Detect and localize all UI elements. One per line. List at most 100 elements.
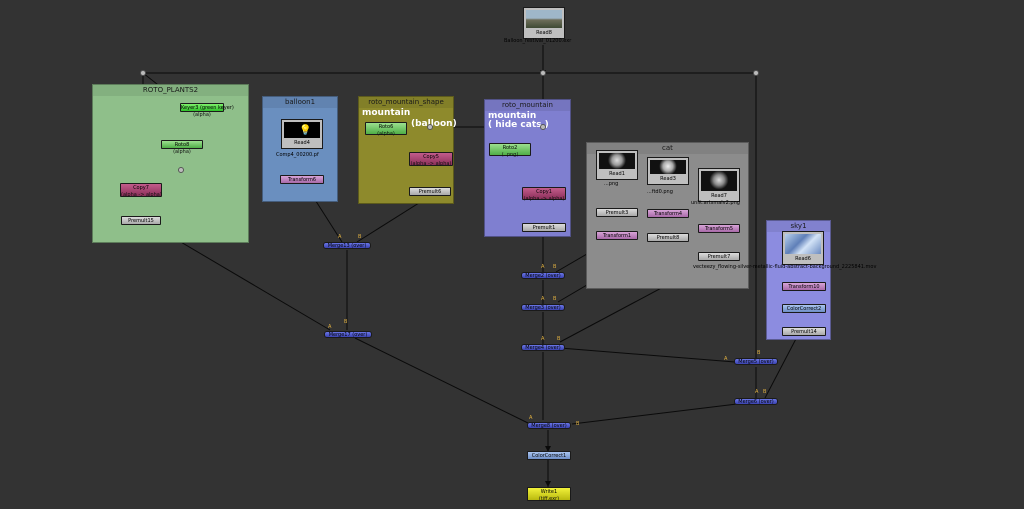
- pin-label-a: A: [541, 264, 545, 270]
- read4-node[interactable]: 💡 Read4: [281, 119, 323, 149]
- merge-node[interactable]: Merge4 (over): [521, 344, 565, 351]
- node-label: Transform6: [287, 177, 317, 183]
- backdrop-roto-mountain[interactable]: roto_mountain mountain ( hide cats ): [484, 99, 571, 237]
- thumbnail-image: [284, 122, 320, 138]
- copy5-node[interactable]: Copy5 (alpha -> alpha): [409, 152, 453, 167]
- pin-label-a: A: [529, 415, 533, 421]
- merge-node[interactable]: Merge5 (over): [734, 358, 778, 365]
- merge-node[interactable]: Merge6 (over): [734, 398, 778, 405]
- pin-label-a: A: [541, 336, 545, 342]
- pin-label-a: A: [338, 234, 342, 240]
- read4-filename: Comp4_00200.pf: [276, 152, 319, 158]
- node-label: ColorCorrect2: [786, 306, 822, 312]
- premult6-node[interactable]: Premult6: [409, 187, 451, 196]
- node-label: Premult15: [128, 218, 154, 224]
- backdrop-note: mountain ( hide cats ): [488, 111, 549, 130]
- node-label: Transform5: [704, 226, 734, 232]
- thumbnail-image: [599, 153, 635, 169]
- merge13-node[interactable]: Merge13 (over): [323, 242, 371, 249]
- premult8-node[interactable]: Premult8: [647, 233, 689, 242]
- node-label: Transform4: [653, 211, 683, 217]
- node-label: Keyer3 (green keyer): [181, 105, 234, 111]
- transform1-node[interactable]: Transform1: [596, 231, 638, 240]
- node-sub-label: (alpha): [193, 112, 211, 118]
- read6-node[interactable]: Read6: [782, 231, 824, 265]
- premult1-node[interactable]: Premult1: [522, 223, 566, 232]
- pin-label-b: B: [763, 389, 767, 395]
- read3-node[interactable]: Read3: [647, 157, 689, 185]
- dot-node[interactable]: [178, 167, 184, 173]
- write1-node[interactable]: Write1 (tiff.exr): [527, 487, 571, 502]
- node-label: Read7: [711, 193, 727, 199]
- dot-node[interactable]: [540, 70, 546, 76]
- thumbnail-image: [701, 171, 737, 191]
- merge17-node[interactable]: Merge17 (over): [324, 331, 372, 338]
- merge-node[interactable]: Merge8 (over): [527, 422, 571, 429]
- thumbnail-image: [785, 234, 821, 254]
- read8-node[interactable]: Read8: [523, 7, 565, 39]
- premult7-node[interactable]: Premult7: [698, 252, 740, 261]
- transform6-node[interactable]: Transform6: [280, 175, 324, 184]
- pin-label-b: B: [344, 319, 348, 325]
- merge-node[interactable]: Merge2 (over): [521, 272, 565, 279]
- roto8-node[interactable]: Roto8 (alpha): [161, 140, 203, 155]
- node-label: Merge8 (over): [531, 423, 567, 429]
- dot-node[interactable]: [427, 124, 433, 130]
- backdrop-title: cat: [587, 143, 748, 154]
- premult15-node[interactable]: Premult15: [121, 216, 161, 225]
- node-sub-label: (alpha -> alpha): [410, 161, 452, 167]
- read1-filename: ...png: [604, 181, 619, 187]
- transform5-node[interactable]: Transform5: [698, 224, 740, 233]
- node-sub-label: (alpha): [377, 131, 395, 137]
- roto6-node[interactable]: Roto6 (alpha): [365, 122, 407, 137]
- node-sub-label: (tiff.exr): [538, 496, 560, 502]
- copy7-node[interactable]: Copy7 (alpha -> alpha): [120, 183, 162, 198]
- node-label: Read8: [536, 30, 552, 36]
- premult14-node[interactable]: Premult14: [782, 327, 826, 336]
- dot-node[interactable]: [540, 124, 546, 130]
- pin-label-a: A: [328, 324, 332, 330]
- copy1-node[interactable]: Copy1 (alpha -> alpha): [522, 187, 566, 202]
- pin-label-b: B: [576, 421, 580, 427]
- node-label: Merge5 (over): [738, 359, 774, 365]
- thumbnail-image: [650, 160, 686, 174]
- node-label: Roto6: [378, 124, 394, 130]
- node-sub-label: (..png): [501, 152, 519, 158]
- keyer3-node[interactable]: Keyer3 (green keyer) (alpha): [180, 103, 234, 118]
- node-label: Read6: [795, 256, 811, 262]
- read7-node[interactable]: Read7: [698, 168, 740, 202]
- pin-label-b: B: [358, 234, 362, 240]
- node-sub-label: (alpha -> alpha): [121, 192, 162, 198]
- node-label: Merge13 (over): [327, 243, 367, 249]
- node-label: Premult7: [707, 254, 731, 260]
- node-label: Copy7: [133, 185, 149, 191]
- premult3-node[interactable]: Premult3: [596, 208, 638, 217]
- dot-node[interactable]: [753, 70, 759, 76]
- node-label: Read1: [609, 171, 625, 177]
- dot-node[interactable]: [140, 70, 146, 76]
- merge-node[interactable]: Merge3 (over): [521, 304, 565, 311]
- read6-filename: vecteezy_flowing-silver-metallic-fluid-a…: [693, 264, 877, 270]
- pin-label-b: B: [757, 350, 761, 356]
- node-label: Merge3 (over): [525, 305, 561, 311]
- lightbulb-icon: 💡: [299, 125, 312, 136]
- node-label: Merge2 (over): [525, 273, 561, 279]
- colorcorrect2-node[interactable]: ColorCorrect2: [782, 304, 826, 313]
- node-label: Premult3: [605, 210, 629, 216]
- read1-node[interactable]: Read1: [596, 150, 638, 180]
- roto2-node[interactable]: Roto2 (..png): [489, 143, 531, 158]
- node-sub-label: (alpha): [173, 149, 191, 155]
- backdrop-roto-mountain-shape[interactable]: roto_mountain_shape mountain (balloon): [358, 96, 457, 204]
- backdrop-balloon[interactable]: balloon1: [262, 96, 338, 202]
- pin-label-b: B: [553, 296, 557, 302]
- colorcorrect1-node[interactable]: ColorCorrect1: [527, 451, 571, 460]
- node-label: Merge6 (over): [738, 399, 774, 405]
- node-label: Read4: [294, 140, 310, 146]
- transform4-node[interactable]: Transform4: [647, 209, 689, 218]
- pin-label-a: A: [541, 296, 545, 302]
- transform10-node[interactable]: Transform10: [782, 282, 826, 291]
- node-label: Premult8: [656, 235, 680, 241]
- node-label: Roto8: [174, 142, 190, 148]
